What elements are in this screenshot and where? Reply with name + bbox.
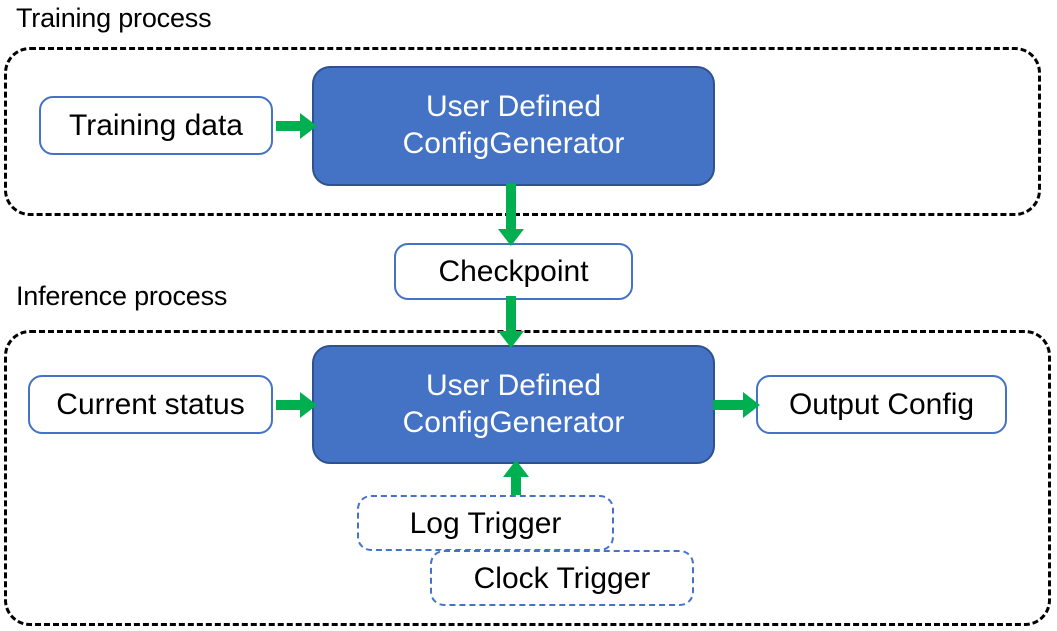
inference-process-container — [4, 330, 1051, 626]
output-config-node[interactable]: Output Config — [756, 375, 1007, 434]
inference-config-generator-line2: ConfigGenerator — [402, 405, 625, 439]
training-config-generator-line2: ConfigGenerator — [402, 127, 625, 160]
training-data-node[interactable]: Training data — [39, 96, 273, 155]
training-process-label: Training process — [16, 3, 212, 33]
log-trigger-node[interactable]: Log Trigger — [357, 495, 614, 551]
arrow-checkpoint-to-generator-icon — [498, 296, 524, 348]
training-config-generator-node[interactable]: User Defined ConfigGenerator — [312, 66, 715, 186]
inference-config-generator-line1: User Defined — [425, 368, 602, 402]
inference-process-label: Inference process — [16, 281, 228, 311]
current-status-node[interactable]: Current status — [28, 375, 273, 434]
clock-trigger-node[interactable]: Clock Trigger — [430, 550, 694, 606]
checkpoint-node[interactable]: Checkpoint — [394, 243, 633, 300]
arrow-current-status-to-generator-icon — [276, 392, 317, 418]
inference-config-generator-node[interactable]: User Defined ConfigGenerator — [312, 345, 715, 464]
training-process-container — [4, 47, 1041, 216]
arrow-generator-to-output-icon — [713, 392, 760, 418]
arrow-log-trigger-to-generator-icon — [503, 460, 529, 501]
training-config-generator-line1: User Defined — [425, 90, 602, 124]
arrow-training-data-to-generator-icon — [276, 113, 317, 139]
arrow-generator-to-checkpoint-icon — [498, 183, 524, 246]
